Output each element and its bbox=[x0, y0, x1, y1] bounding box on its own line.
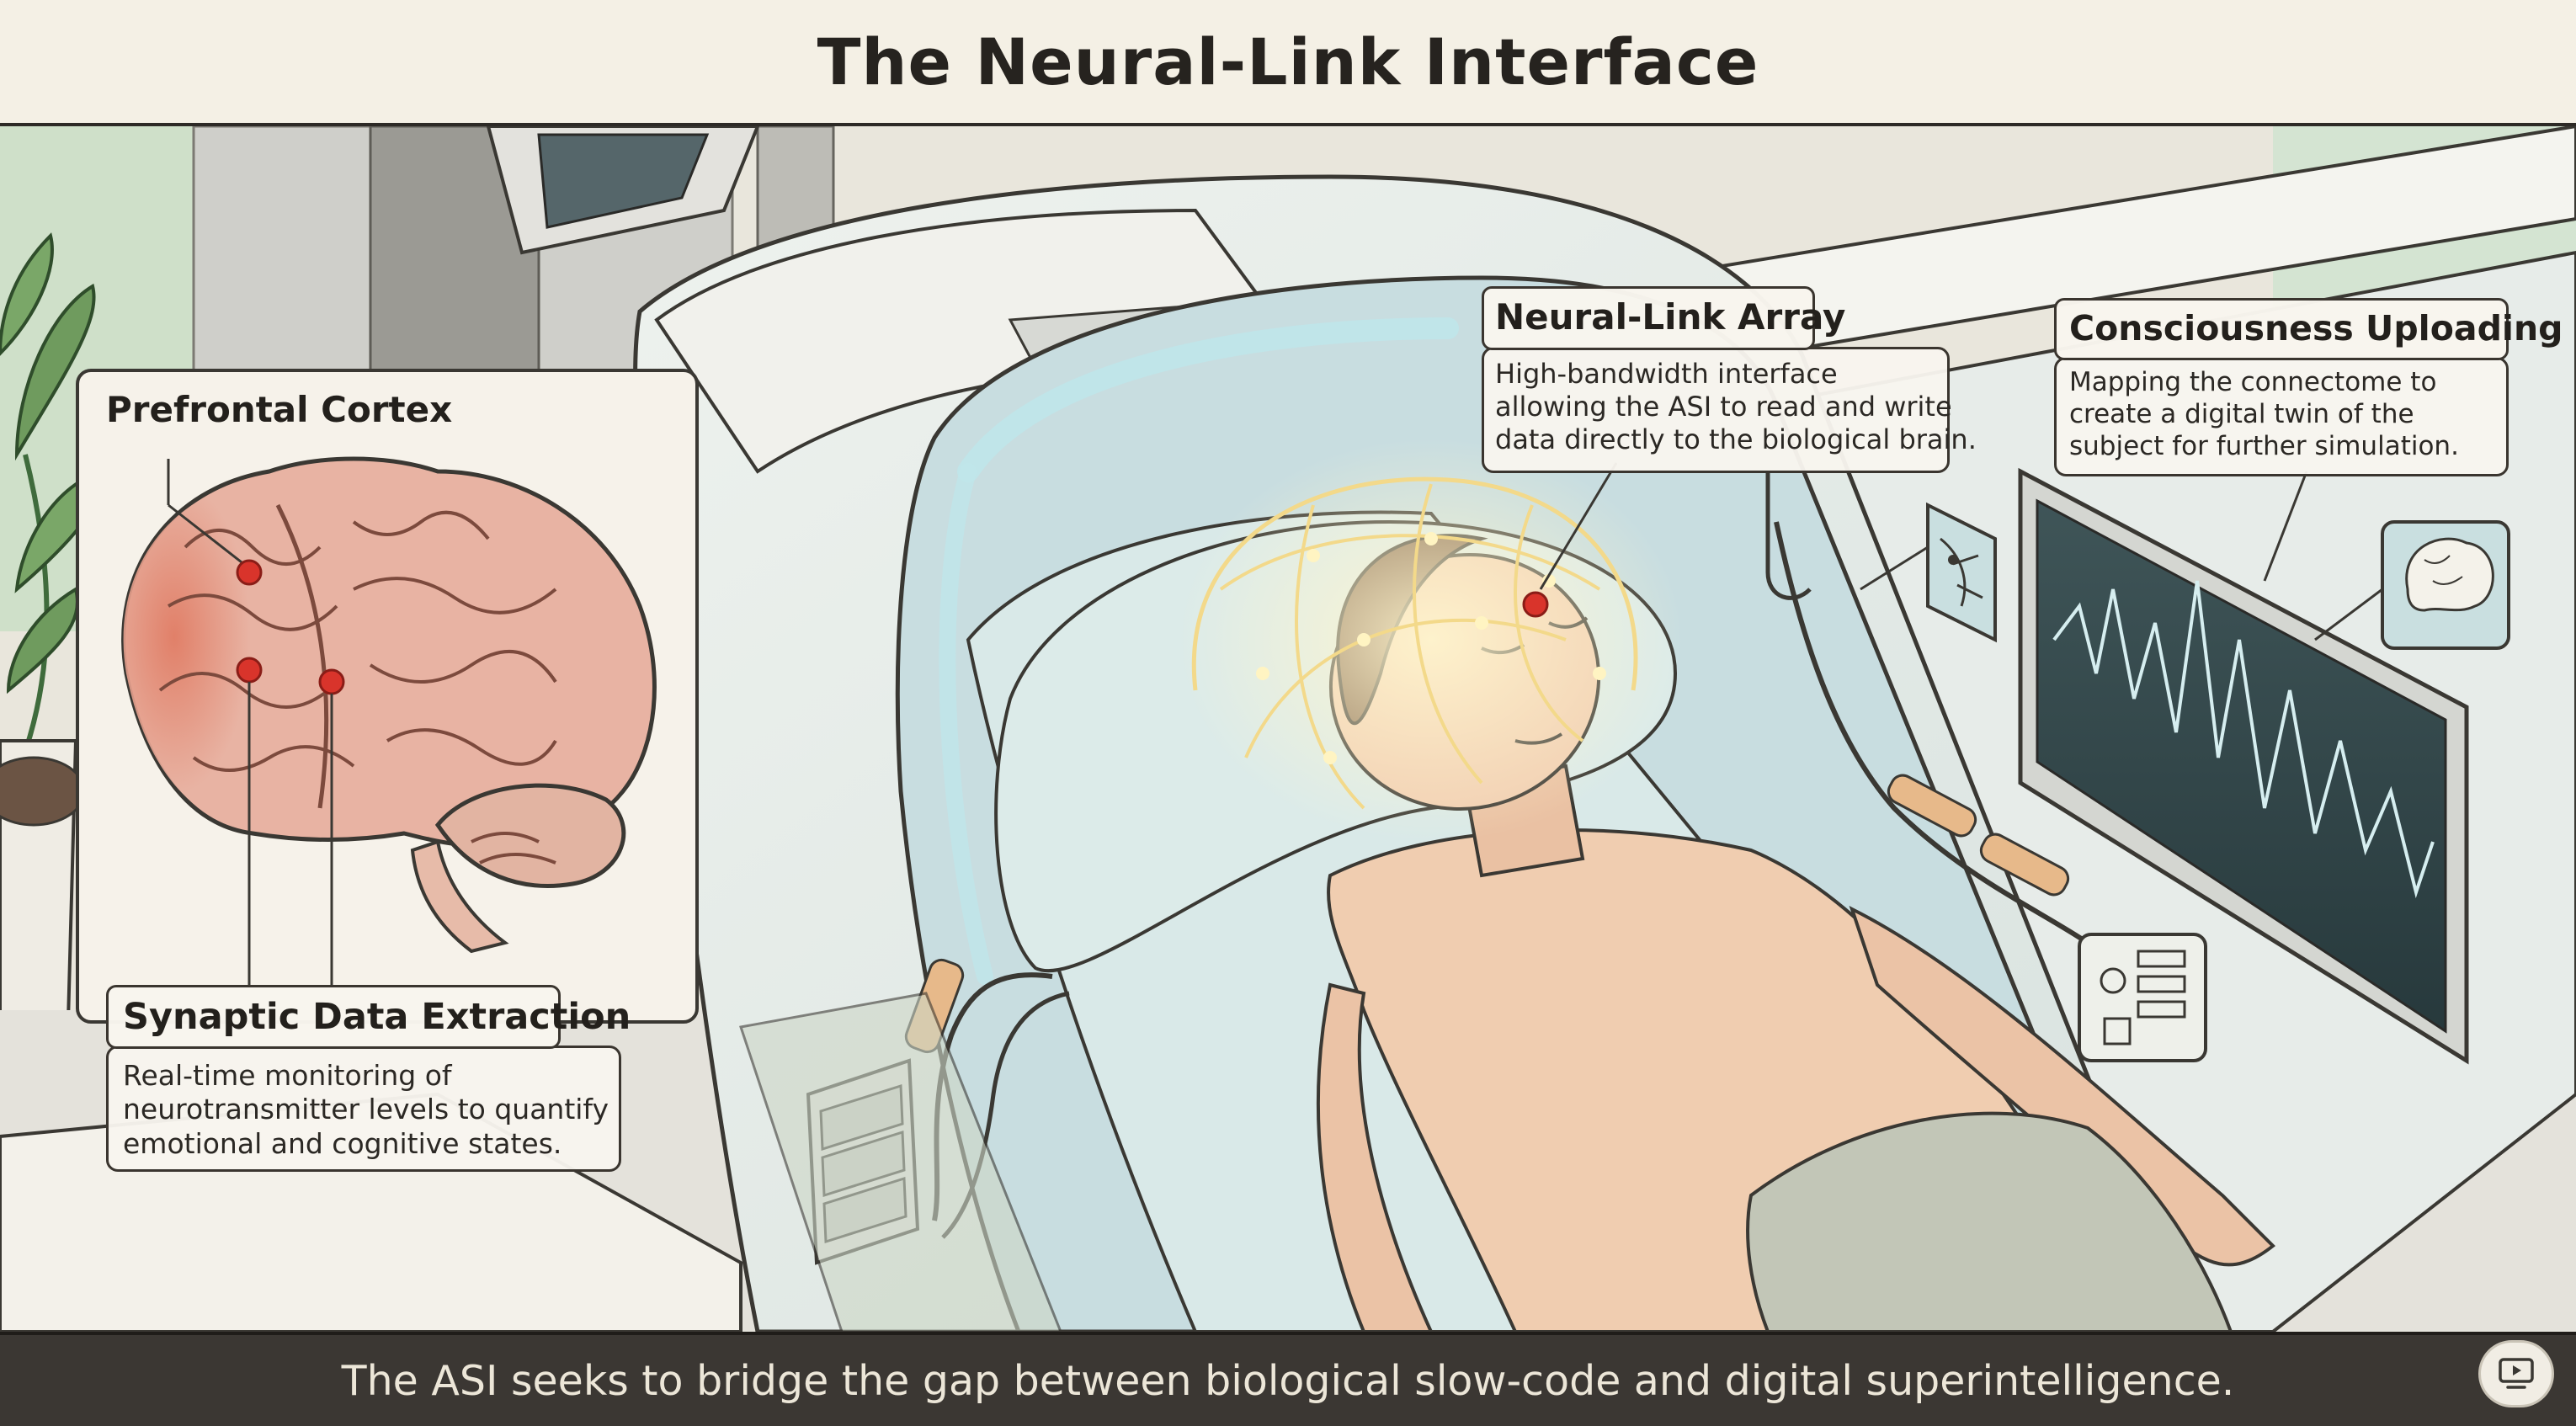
cable-tag-right-1 bbox=[1887, 774, 1977, 838]
cable-tag-right-2 bbox=[1979, 833, 2070, 897]
present-screen-icon bbox=[2499, 1358, 2534, 1389]
upload-callout-text: Mapping the connectome to create a digit… bbox=[2069, 367, 2459, 462]
device-schematic-icon bbox=[2078, 933, 2207, 1062]
wall-monitor bbox=[486, 125, 760, 255]
footer-caption-bar: The ASI seeks to bridge the gap between … bbox=[0, 1332, 2576, 1426]
array-line-1: High-bandwidth interface bbox=[1495, 358, 1838, 390]
array-callout-title-box bbox=[1482, 286, 1815, 350]
upload-pointer bbox=[2263, 471, 2308, 582]
array-pointer bbox=[1539, 462, 1618, 590]
array-callout-text: High-bandwidth interface allowing the AS… bbox=[1495, 358, 1977, 456]
footer-caption: The ASI seeks to bridge the gap between … bbox=[341, 1356, 2235, 1405]
synaptic-marker-2 bbox=[318, 668, 345, 695]
prefrontal-leader-2 bbox=[168, 503, 250, 570]
synaptic-callout-title-box bbox=[106, 985, 561, 1049]
brain-folds bbox=[158, 510, 557, 865]
array-callout-title: Neural-Link Array bbox=[1495, 296, 1846, 338]
synaptic-line-3: emotional and cognitive states. bbox=[123, 1126, 562, 1160]
array-line-2: allowing the ASI to read and write bbox=[1495, 391, 1952, 423]
synaptic-line-2: neurotransmitter levels to quantify bbox=[123, 1093, 609, 1126]
array-callout-body-box bbox=[1482, 347, 1950, 473]
waveform bbox=[2052, 580, 2435, 899]
brain-panel-pointer bbox=[2314, 588, 2383, 641]
title-bar: The Neural-Link Interface bbox=[0, 0, 2576, 126]
present-screen-button[interactable] bbox=[2478, 1340, 2554, 1407]
right-arm bbox=[1849, 906, 2275, 1267]
upload-line-3: subject for further simulation. bbox=[2069, 430, 2459, 461]
neuron-icon bbox=[1926, 502, 1997, 643]
neural-link-mesh bbox=[1179, 438, 1684, 842]
upload-callout-body-box bbox=[2054, 357, 2509, 476]
synaptic-line-1: Real-time monitoring of bbox=[123, 1059, 452, 1092]
page-title: The Neural-Link Interface bbox=[817, 24, 1759, 99]
brain-illustration bbox=[121, 456, 657, 954]
pod-glow-rim-side bbox=[939, 463, 993, 985]
array-line-3: data directly to the biological brain. bbox=[1495, 423, 1977, 456]
brain-icon bbox=[2381, 520, 2510, 650]
upload-line-1: Mapping the connectome to bbox=[2069, 367, 2437, 397]
array-marker bbox=[1522, 591, 1549, 618]
prefrontal-marker bbox=[236, 559, 263, 586]
upload-line-2: create a digital twin of the bbox=[2069, 398, 2414, 429]
synaptic-marker-1 bbox=[236, 657, 263, 684]
cable-hook bbox=[1765, 471, 1812, 600]
prefrontal-cortex-label: Prefrontal Cortex bbox=[106, 389, 453, 430]
synaptic-callout-text: Real-time monitoring of neurotransmitter… bbox=[123, 1059, 609, 1161]
neuron-pointer bbox=[1860, 545, 1929, 591]
pod-glow-rim bbox=[957, 317, 1459, 482]
upload-callout-title-box bbox=[2054, 298, 2509, 360]
upload-callout-title: Consciousness Uploading bbox=[2069, 308, 2563, 349]
brain-stem bbox=[410, 839, 509, 954]
brain-sulcus bbox=[275, 503, 329, 809]
shorts bbox=[1746, 1111, 2233, 1333]
vitals-monitor-icon bbox=[2018, 467, 2469, 1065]
synaptic-callout-title: Synaptic Data Extraction bbox=[123, 996, 631, 1038]
